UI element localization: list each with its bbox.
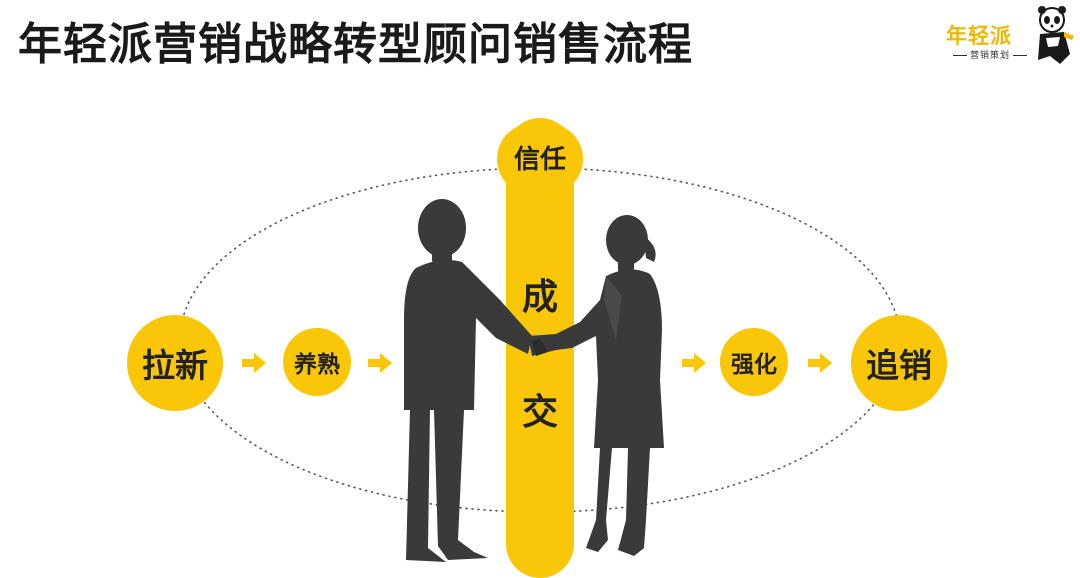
- logo-sub-text: 营销策划: [944, 48, 1036, 61]
- arrow-right-icon: [682, 353, 706, 373]
- deal-char-2: 交: [521, 392, 558, 433]
- step-acquire: 拉新: [127, 315, 223, 411]
- trust-label: 信任: [513, 145, 566, 175]
- page-title: 年轻派营销战略转型顾问销售流程: [18, 19, 693, 70]
- sales-process-diagram: 信任 成 交 拉新 养熟 强化 追销: [127, 118, 947, 578]
- logo-main-text: 年轻派: [946, 24, 1012, 48]
- step-reinforce: 强化: [720, 328, 788, 396]
- trust-badge: [497, 123, 583, 195]
- businesswoman-silhouette: [556, 215, 664, 556]
- panda-mascot-icon: [1038, 6, 1074, 64]
- brand-logo: 年轻派 营销策划: [944, 6, 1074, 66]
- arrow-right-icon: [242, 353, 266, 373]
- step-upsell: 追销: [851, 315, 947, 411]
- arrow-right-icon: [368, 353, 392, 373]
- step-nurture: 养熟: [283, 328, 351, 396]
- handshake-silhouettes: [404, 199, 664, 562]
- businessman-silhouette: [404, 199, 556, 562]
- arrow-right-icon: [808, 353, 832, 373]
- deal-char-1: 成: [521, 277, 558, 318]
